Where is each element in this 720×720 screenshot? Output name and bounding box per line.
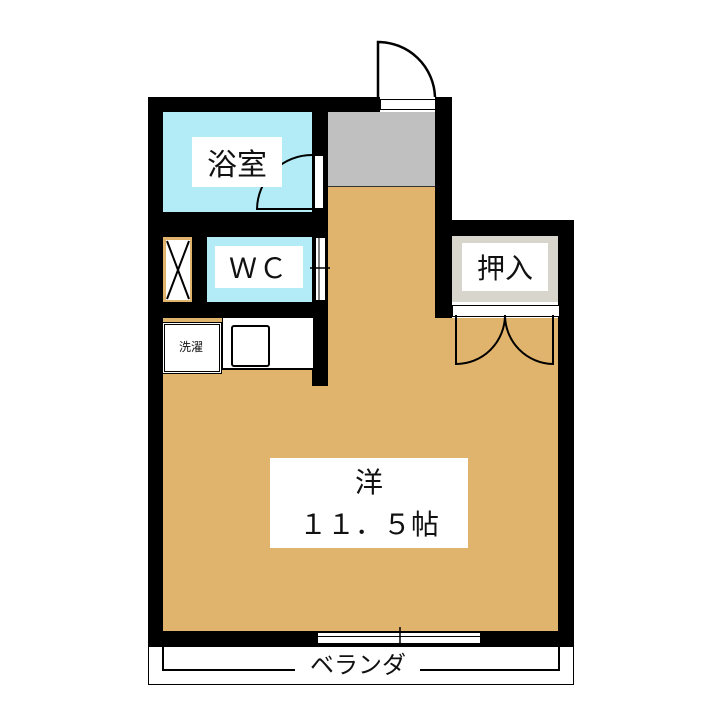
entrance-right-wall: [435, 97, 452, 318]
bathroom-label: 浴室: [192, 137, 282, 187]
western-room-label: 洋: [354, 466, 383, 499]
toilet-label: ＷＣ: [215, 246, 303, 288]
balcony-outer: [148, 647, 574, 685]
bath-wc-divider: [163, 212, 313, 237]
kitchen-sink-icon: [231, 325, 270, 367]
entrance-door-opening: [380, 99, 436, 110]
western-room-size: １１．５帖: [298, 508, 439, 541]
toilet-sliding-door: [315, 238, 326, 300]
western-room-label-box: [270, 458, 468, 548]
pipe-shaft-wall: [192, 237, 207, 302]
left-wall: [148, 97, 163, 647]
entrance-floor: [328, 112, 435, 187]
right-wall: [558, 220, 574, 647]
balcony-window: [318, 632, 480, 644]
laundry-label: 洗濯: [178, 339, 203, 354]
closet-label: 押入: [462, 243, 548, 291]
laundry-area: [162, 322, 222, 374]
closet-top-wall: [435, 220, 574, 236]
bathroom-door-frame: [314, 155, 324, 209]
balcony-label: ベランダ: [310, 650, 406, 679]
balcony-window-rail: [318, 636, 480, 637]
wc-laundry-divider: [163, 302, 313, 318]
balcony-rail-left: [162, 647, 295, 671]
balcony-rail-right: [420, 647, 560, 671]
